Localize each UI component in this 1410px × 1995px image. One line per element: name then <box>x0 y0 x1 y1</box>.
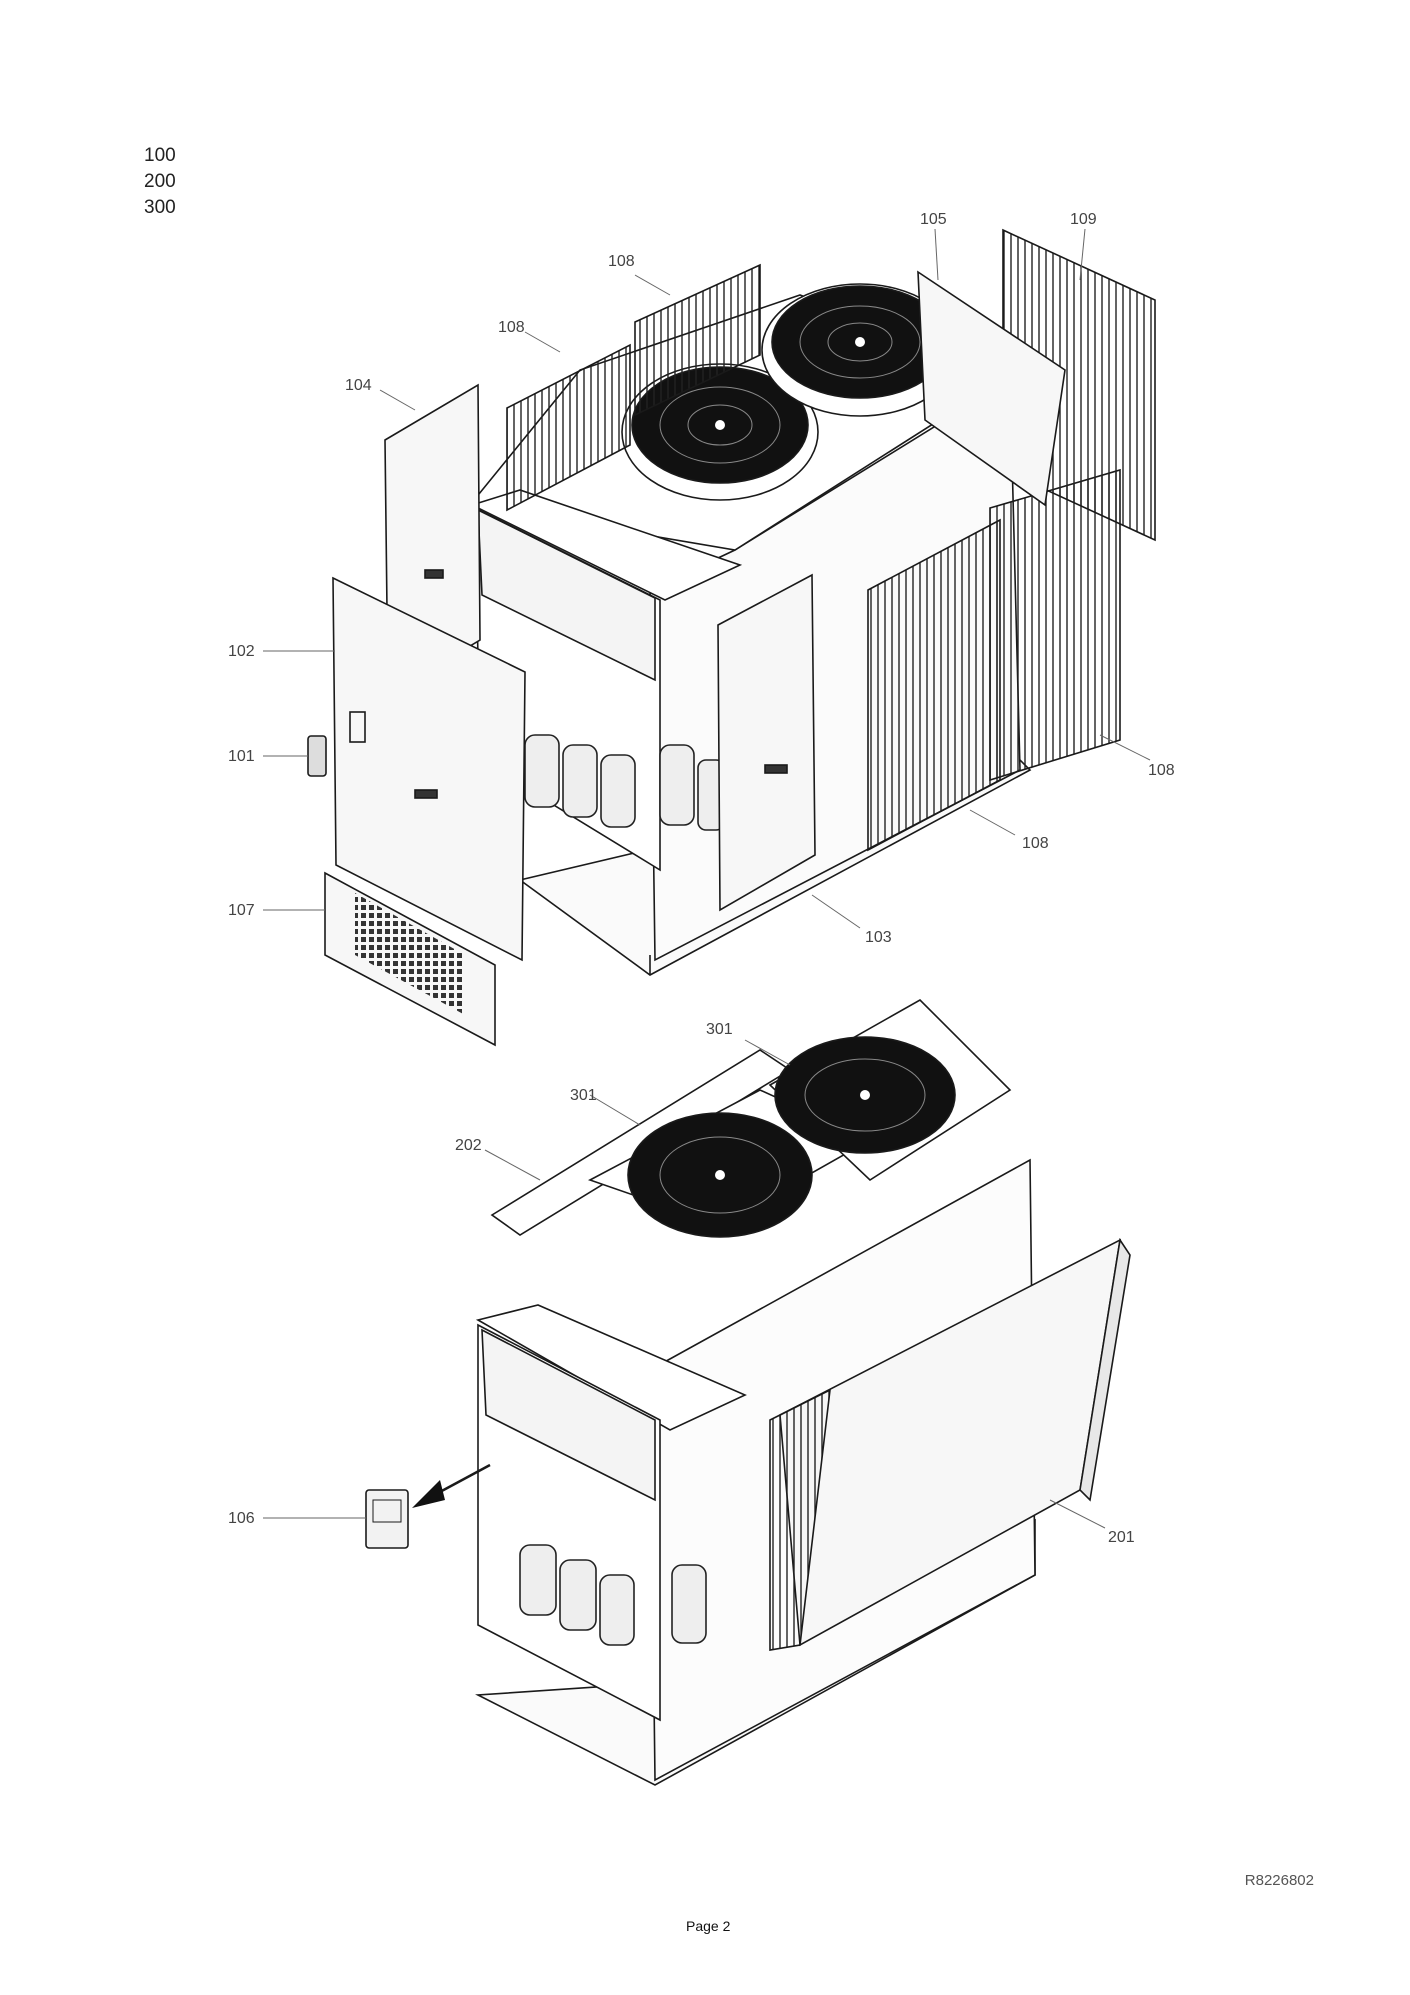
callout-102: 102 <box>228 643 255 660</box>
coil-fin-edge <box>769 1388 831 1651</box>
controller-display <box>307 735 327 777</box>
page-number: Page 2 <box>686 1918 731 1934</box>
coil-guard-grille <box>634 263 761 417</box>
compressors-lower <box>519 1544 707 1646</box>
side-access-panel <box>717 573 816 912</box>
callout-108: 108 <box>1148 762 1175 779</box>
lower-exploded-view <box>365 999 1131 1786</box>
group-code: 200 <box>144 171 176 192</box>
part-group-list: 100 200 300 <box>144 143 176 221</box>
callout-202: 202 <box>455 1137 482 1154</box>
top-end-panel <box>917 270 1066 507</box>
lower-fan-2 <box>774 1036 956 1154</box>
remote-controller <box>365 1489 409 1549</box>
callout-201: 201 <box>1108 1529 1135 1546</box>
callout-101: 101 <box>228 748 255 765</box>
coil-guard-grille <box>867 518 1001 852</box>
callout-105: 105 <box>920 211 947 228</box>
callout-labels: 102 101 107 104 108 108 105 109 108 108 … <box>228 211 1175 1546</box>
drawing-reference: R8226802 <box>1244 1872 1314 1889</box>
callout-109: 109 <box>1070 211 1097 228</box>
callout-104: 104 <box>345 377 372 394</box>
electrical-box-front <box>477 508 656 682</box>
callout-107: 107 <box>228 902 255 919</box>
callout-leaders <box>263 228 1151 1529</box>
group-code: 100 <box>144 145 176 166</box>
callout-108: 108 <box>498 319 525 336</box>
compressor-bay-top <box>469 489 743 601</box>
coil-guard-grille <box>989 468 1121 782</box>
callout-108: 108 <box>1022 835 1049 852</box>
callout-301: 301 <box>706 1021 733 1038</box>
upper-exploded-view <box>307 228 1156 1047</box>
callout-103: 103 <box>865 929 892 946</box>
group-code: 300 <box>144 197 176 218</box>
callout-301: 301 <box>570 1087 597 1104</box>
front-door-panel <box>332 576 526 962</box>
lower-electrical-box <box>481 1328 656 1502</box>
callout-106: 106 <box>228 1510 255 1527</box>
condenser-fan-2 <box>761 283 959 417</box>
compressors-upper <box>524 734 725 831</box>
lower-fan-1 <box>627 1112 813 1238</box>
coil-guard-grille <box>506 343 631 512</box>
callout-108: 108 <box>608 253 635 270</box>
